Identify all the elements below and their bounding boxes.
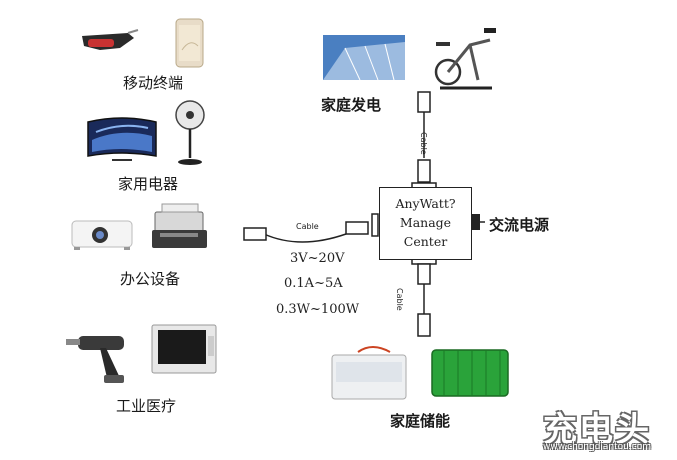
label-ac: 交流电源	[489, 216, 550, 234]
watermark-logo: 充电头 www.chongdiantou.com	[522, 402, 672, 454]
connector-plug-icon	[417, 313, 431, 337]
medical-monitor-icon	[151, 324, 217, 374]
connector-plug-icon	[371, 213, 379, 237]
projector-icon	[71, 220, 133, 250]
battery-pack-icon	[431, 349, 509, 397]
watermark-url: www.chongdiantou.com	[543, 442, 651, 452]
spec-power: 0.3W~100W	[276, 302, 360, 317]
label-office: 办公设备	[120, 270, 181, 288]
label-generation: 家庭发电	[321, 96, 382, 114]
manage-center-box: AnyWatt? Manage Center	[379, 187, 472, 260]
connector-plug-icon	[345, 221, 369, 235]
power-drill-icon	[66, 336, 124, 383]
hub-line-2: Manage	[399, 215, 452, 230]
connector-plug-icon	[417, 263, 431, 285]
connector-plug-icon	[417, 159, 431, 183]
cable-label-bottom: Cable	[395, 288, 404, 311]
printer-icon	[152, 203, 207, 248]
label-mobile: 移动终端	[123, 74, 184, 92]
label-storage: 家庭储能	[390, 412, 451, 430]
smartphone-icon	[175, 18, 204, 68]
vr-glasses-icon	[82, 29, 139, 50]
connector-plug-icon	[472, 214, 480, 230]
cable-label-top: Cable	[419, 132, 428, 155]
connector-plug-icon	[417, 91, 431, 113]
watermark-brand: 充电头	[543, 410, 651, 450]
label-appliances: 家用电器	[118, 175, 179, 193]
exercise-bike-icon	[434, 28, 496, 90]
hub-line-3: Center	[403, 234, 448, 249]
spec-current: 0.1A~5A	[284, 276, 343, 291]
battery-box-icon	[331, 346, 407, 400]
cable-label-left: Cable	[296, 222, 319, 231]
connector-plug-icon	[243, 227, 267, 241]
skyscraper-icon	[323, 35, 405, 81]
standing-fan-icon	[175, 100, 205, 165]
curved-tv-icon	[87, 117, 157, 161]
hub-line-1: AnyWatt?	[395, 196, 456, 211]
cable-lines	[263, 112, 485, 314]
label-industrial: 工业医疗	[116, 397, 177, 415]
spec-voltage: 3V~20V	[290, 251, 345, 266]
